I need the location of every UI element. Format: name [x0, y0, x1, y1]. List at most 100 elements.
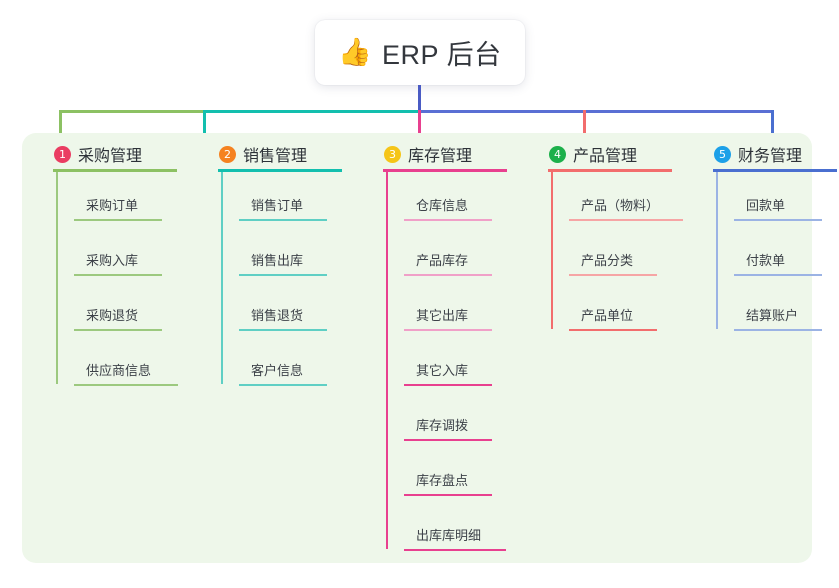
leaf-rule	[404, 274, 492, 276]
leaf-label: 库存盘点	[416, 473, 469, 488]
leaf-label: 产品（物料）	[581, 198, 660, 213]
drop-line-col-1	[59, 110, 62, 143]
column-title-1: 采购管理	[78, 148, 143, 165]
column-header-3[interactable]: 3 库存管理	[384, 142, 472, 166]
list-item[interactable]: 销售订单	[239, 195, 327, 221]
root-node[interactable]: 👍 ERP 后台	[315, 20, 525, 85]
column-purchase: 1 采购管理 采购订单 采购入库 采购退货 供应商信息	[38, 133, 203, 563]
root-title: ERP 后台	[382, 40, 502, 70]
list-item[interactable]: 销售出库	[239, 250, 327, 276]
list-item[interactable]: 产品库存	[404, 250, 492, 276]
list-item[interactable]: 其它入库	[404, 360, 492, 386]
column-header-4[interactable]: 4 产品管理	[549, 142, 637, 166]
header-rule-5	[713, 169, 837, 172]
leaf-rule	[404, 549, 506, 551]
list-item[interactable]: 库存盘点	[404, 470, 492, 496]
list-item[interactable]: 产品单位	[569, 305, 657, 331]
leaf-label: 客户信息	[251, 363, 304, 378]
list-item[interactable]: 回款单	[734, 195, 822, 221]
connector-bar-green	[59, 110, 204, 113]
leaf-label: 采购入库	[86, 253, 139, 268]
column-title-4: 产品管理	[573, 148, 638, 165]
list-item[interactable]: 销售退货	[239, 305, 327, 331]
list-item[interactable]: 结算账户	[734, 305, 822, 331]
badge-number-5: 5	[714, 145, 731, 163]
leaf-rule	[734, 219, 822, 221]
leaf-label: 其它出库	[416, 308, 469, 323]
spine-line-1	[56, 172, 58, 384]
leaf-rule	[569, 329, 657, 331]
drop-line-col-3	[418, 110, 421, 143]
leaf-rule	[569, 219, 683, 221]
header-rule-1	[53, 169, 177, 172]
leaf-label: 销售订单	[251, 198, 304, 213]
list-item[interactable]: 采购订单	[74, 195, 162, 221]
leaf-label: 销售退货	[251, 308, 304, 323]
list-item[interactable]: 出库库明细	[404, 525, 506, 551]
leaf-rule	[569, 274, 657, 276]
spine-line-2	[221, 172, 223, 384]
root-stem-line	[418, 85, 421, 110]
connector-bar-blue	[418, 110, 773, 113]
leaf-label: 产品分类	[581, 253, 634, 268]
column-header-1[interactable]: 1 采购管理	[54, 142, 142, 166]
drop-line-col-4	[583, 110, 586, 143]
column-sales: 2 销售管理 销售订单 销售出库 销售退货 客户信息	[203, 133, 368, 563]
leaf-rule	[239, 384, 327, 386]
thumbs-up-icon: 👍	[338, 37, 373, 67]
leaf-rule	[734, 329, 822, 331]
drop-line-col-2	[203, 110, 206, 143]
leaf-label: 产品库存	[416, 253, 469, 268]
leaf-label: 供应商信息	[86, 363, 152, 378]
drop-line-col-5	[771, 110, 774, 143]
badge-number-3: 3	[384, 145, 401, 163]
badge-number-2: 2	[219, 145, 236, 163]
leaf-label: 出库库明细	[416, 528, 482, 543]
leaf-label: 采购退货	[86, 308, 139, 323]
column-header-2[interactable]: 2 销售管理	[219, 142, 307, 166]
column-inventory: 3 库存管理 仓库信息 产品库存 其它出库 其它入库 库存调拨	[368, 133, 533, 563]
leaf-rule	[404, 219, 492, 221]
leaf-rule	[74, 384, 178, 386]
leaf-label: 销售出库	[251, 253, 304, 268]
list-item[interactable]: 供应商信息	[74, 360, 178, 386]
column-header-5[interactable]: 5 财务管理	[714, 142, 802, 166]
leaf-label: 仓库信息	[416, 198, 469, 213]
leaf-rule	[404, 494, 492, 496]
column-product: 4 产品管理 产品（物料） 产品分类 产品单位	[533, 133, 698, 563]
leaf-rule	[239, 274, 327, 276]
leaf-label: 付款单	[746, 253, 786, 268]
list-item[interactable]: 付款单	[734, 250, 822, 276]
header-rule-4	[548, 169, 672, 172]
column-title-2: 销售管理	[243, 148, 308, 165]
badge-number-1: 1	[54, 145, 71, 163]
header-rule-2	[218, 169, 342, 172]
list-item[interactable]: 客户信息	[239, 360, 327, 386]
leaf-label: 库存调拨	[416, 418, 469, 433]
leaf-rule	[74, 219, 162, 221]
list-item[interactable]: 采购入库	[74, 250, 162, 276]
spine-line-5	[716, 172, 718, 329]
leaf-label: 采购订单	[86, 198, 139, 213]
connector-bar-teal	[203, 110, 420, 113]
list-item[interactable]: 产品分类	[569, 250, 657, 276]
leaf-rule	[404, 439, 492, 441]
spine-line-4	[551, 172, 553, 329]
leaf-rule	[74, 274, 162, 276]
list-item[interactable]: 库存调拨	[404, 415, 492, 441]
leaf-rule	[74, 329, 162, 331]
leaf-label: 其它入库	[416, 363, 469, 378]
leaf-rule	[404, 329, 492, 331]
spine-line-3	[386, 172, 388, 549]
leaf-rule	[404, 384, 492, 386]
leaf-label: 结算账户	[746, 308, 799, 323]
list-item[interactable]: 产品（物料）	[569, 195, 683, 221]
column-title-5: 财务管理	[738, 148, 803, 165]
list-item[interactable]: 采购退货	[74, 305, 162, 331]
column-finance: 5 财务管理 回款单 付款单 结算账户	[698, 133, 839, 563]
badge-number-4: 4	[549, 145, 566, 163]
leaf-rule	[239, 219, 327, 221]
list-item[interactable]: 仓库信息	[404, 195, 492, 221]
list-item[interactable]: 其它出库	[404, 305, 492, 331]
